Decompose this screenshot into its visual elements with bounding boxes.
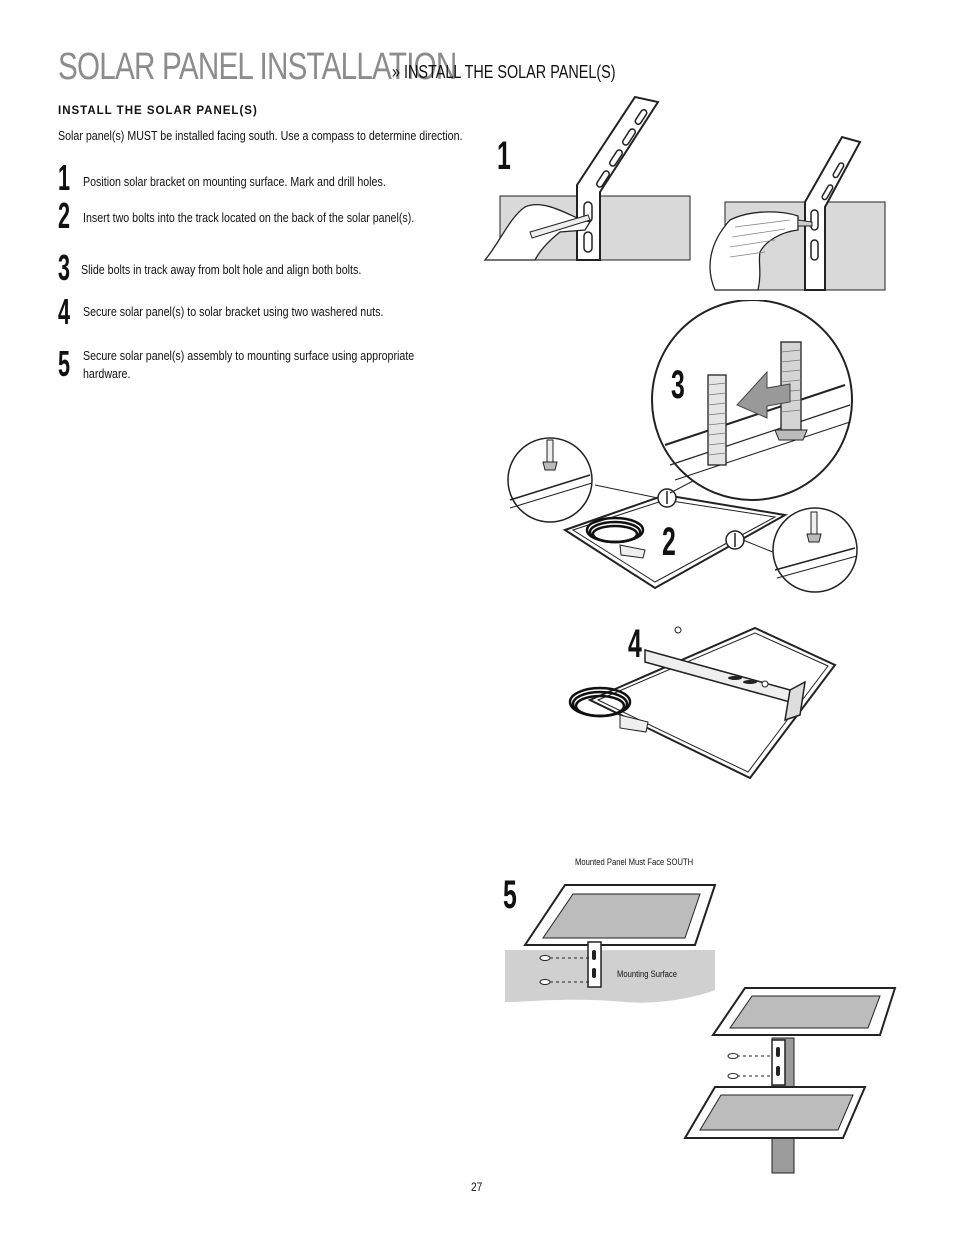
mounting-surface-label: Mounting Surface	[617, 969, 677, 979]
figure-label: 3	[671, 363, 685, 407]
figure-1-illustration	[483, 95, 886, 291]
figure-label: 2	[662, 520, 676, 564]
step-number: 2	[58, 195, 71, 236]
page-number: 27	[471, 1180, 483, 1194]
step-number: 1	[58, 157, 71, 198]
step-text: Secure solar panel(s) assembly to mounti…	[83, 348, 415, 381]
step-text: Slide bolts in track away from bolt hole…	[81, 262, 362, 277]
page-subtitle: » INSTALL THE SOLAR PANEL(S)	[392, 62, 616, 82]
figure-label: 1	[497, 134, 511, 178]
figure-2-3-illustration	[507, 300, 858, 593]
figure-label: 5	[503, 873, 517, 917]
step-text: Insert two bolts into the track located …	[83, 210, 415, 225]
page-title-main: SOLAR PANEL INSTALLATION	[58, 46, 457, 88]
step-text: Secure solar panel(s) to solar bracket u…	[83, 304, 384, 319]
figure-label: 4	[628, 622, 642, 666]
step-text: Position solar bracket on mounting surfa…	[83, 174, 386, 189]
intro-text: Solar panel(s) MUST be installed facing …	[58, 128, 463, 143]
figure-5-illustration	[505, 884, 897, 1174]
figure-caption: Mounted Panel Must Face SOUTH	[575, 857, 694, 867]
page-title: SOLAR PANEL INSTALLATION	[58, 46, 569, 89]
step-number: 5	[58, 343, 71, 384]
step-number: 4	[58, 291, 71, 332]
figure-4-illustration	[568, 626, 837, 780]
section-heading: INSTALL THE SOLAR PANEL(S)	[58, 105, 258, 117]
step-number: 3	[58, 247, 71, 288]
